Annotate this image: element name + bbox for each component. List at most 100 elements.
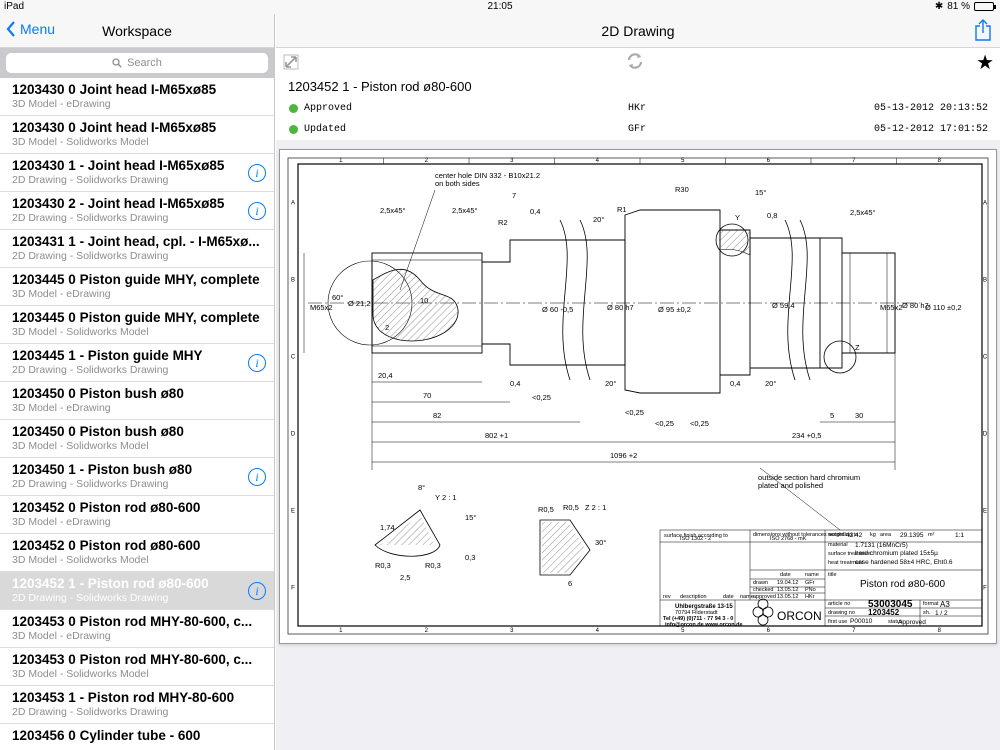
tb-article-label: article no [828, 601, 850, 607]
dim-label: 7 [512, 191, 516, 200]
list-item-subtitle: 3D Model - eDrawing [12, 402, 111, 414]
tb-surface-label: surface finish according to [664, 533, 728, 539]
row-label: A [291, 201, 295, 207]
search-placeholder: Search [127, 57, 162, 69]
status-date: 05-13-2012 20:13:52 [873, 103, 988, 114]
list-item-subtitle: 2D Drawing - Solidworks Drawing [12, 364, 169, 376]
favorite-star-icon[interactable]: ★ [976, 52, 994, 74]
dim-label: Z [855, 343, 860, 352]
dim-label: 802 +1 [485, 431, 508, 440]
orcon-logo-icon [752, 598, 774, 626]
status-user: GFr [628, 124, 647, 135]
list-item-subtitle: 3D Model - eDrawing [12, 98, 111, 110]
search-icon [112, 58, 122, 68]
tb-format-label: format [923, 601, 939, 607]
back-label: Menu [20, 21, 56, 37]
tb-sheet-label: sh. [923, 610, 931, 616]
tb-format: A3 [940, 600, 950, 609]
info-icon[interactable]: i [248, 354, 266, 372]
column-label: 7 [852, 628, 856, 634]
title-block [659, 529, 983, 627]
list-item-subtitle: 2D Drawing - Solidworks Drawing [12, 250, 169, 262]
refresh-button[interactable] [626, 52, 644, 75]
workspace-sidebar: Menu Workspace Search 1203430 0 Joint he… [0, 14, 275, 750]
dim-label: Ø 95 ±0,2 [658, 305, 691, 314]
tb-checked: checked [753, 587, 774, 593]
column-label: 4 [596, 158, 600, 164]
status-user: HKr [628, 103, 647, 114]
tb-drawing-label: drawing no [828, 610, 855, 616]
tb-col-name: name [805, 572, 819, 578]
list-item[interactable]: 1203431 1 - Joint head, cpl. - I-M65xø..… [0, 230, 274, 268]
page-title: 2D Drawing [601, 23, 675, 39]
tb-area-label: area [880, 532, 892, 538]
list-item-title: 1203445 0 Piston guide MHY, complete [12, 310, 260, 325]
column-label: 5 [681, 158, 685, 164]
row-label: D [291, 432, 296, 438]
list-item-subtitle: 3D Model - Solidworks Model [12, 668, 149, 680]
tb-rev: rev [663, 594, 671, 600]
tb-address: info@orcon.de www.orcon.de [665, 622, 743, 628]
info-icon[interactable]: i [248, 164, 266, 182]
tb-article: 53003045 [868, 599, 913, 610]
dim-label: Ø 80 h7 [607, 303, 634, 312]
sidebar-navbar: Menu Workspace [0, 14, 274, 48]
tb-material-label: material [828, 542, 848, 548]
dim-label: 0,4 [530, 207, 540, 216]
info-icon[interactable]: i [248, 582, 266, 600]
row-label: F [291, 586, 295, 592]
list-item[interactable]: 1203453 0 Piston rod MHY-80-600, c...3D … [0, 648, 274, 686]
column-label: 3 [510, 628, 514, 634]
list-item-title: 1203453 0 Piston rod MHY-80-600, c... [12, 652, 253, 667]
dim-label: 20° [593, 215, 604, 224]
info-icon[interactable]: i [248, 202, 266, 220]
list-item[interactable]: 1203456 0 Cylinder tube - 600 [0, 724, 274, 750]
tb-date: date [723, 594, 734, 600]
search-input[interactable]: Search [6, 53, 268, 73]
main-navbar: 2D Drawing [276, 14, 1000, 48]
chevron-left-icon [6, 21, 15, 37]
tb-status-label: status [888, 619, 903, 625]
column-label: 1 [339, 628, 343, 634]
list-item-title: 1203431 1 - Joint head, cpl. - I-M65xø..… [12, 234, 260, 249]
list-item-subtitle: 2D Drawing - Solidworks Drawing [12, 212, 169, 224]
tb-approved-date: 13.05.12 [777, 594, 798, 600]
share-button[interactable] [974, 18, 992, 47]
list-item-title: 1203453 1 - Piston rod MHY-80-600 [12, 690, 235, 705]
tb-checked-name: PNo [805, 587, 816, 593]
list-item-title: 1203452 1 - Piston rod ø80-600 [12, 576, 209, 591]
row-label: A [983, 201, 987, 207]
column-label: 2 [425, 628, 429, 634]
list-item-subtitle: 3D Model - eDrawing [12, 630, 111, 642]
dim-label: M65x2 [310, 303, 333, 312]
tb-tol-label: dimensions without tolerances according … [753, 532, 858, 538]
info-icon[interactable]: i [248, 468, 266, 486]
tb-heat: case hardened 58±4 HRC, Eht0.6 [855, 559, 953, 566]
menu-back-button[interactable]: Menu [6, 21, 55, 37]
row-label: B [983, 278, 987, 284]
tb-status: Approved [898, 619, 926, 626]
list-item-title: 1203445 1 - Piston guide MHY [12, 348, 203, 363]
list-item-subtitle: 3D Model - eDrawing [12, 516, 111, 528]
dim-label: 10 [420, 296, 428, 305]
dim-label: 0,3 [465, 553, 475, 562]
list-item[interactable]: 1203453 0 Piston rod MHY-80-600, c...3D … [0, 610, 274, 648]
list-item-subtitle: 2D Drawing - Solidworks Drawing [12, 592, 169, 604]
list-item-subtitle: 2D Drawing - Solidworks Drawing [12, 706, 169, 718]
fullscreen-button[interactable] [283, 54, 299, 75]
